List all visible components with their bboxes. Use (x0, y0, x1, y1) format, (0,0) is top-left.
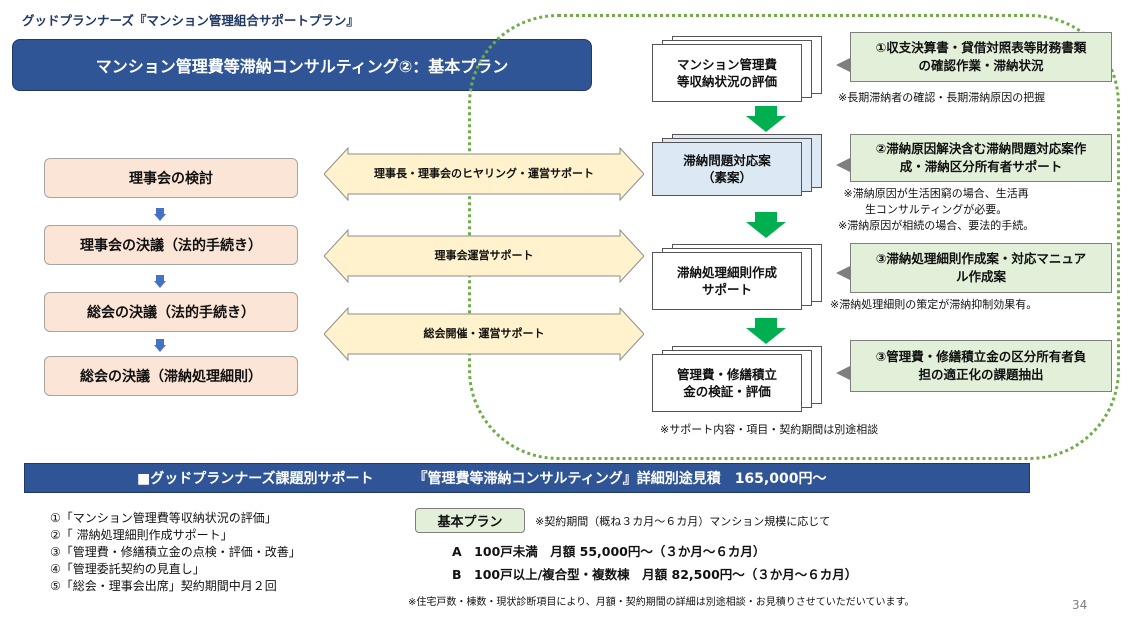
callout-draft-support: ②滞納原因解決含む滞納問題対応案作成・滞納区分所有者サポート (850, 134, 1112, 182)
support-arrow-board: 理事会運営サポート (324, 228, 644, 284)
service-item: ①「マンション管理費等収納状況の評価」 (50, 511, 277, 525)
support-label-hearing: 理事長・理事会のヒヤリング・運営サポート (374, 166, 594, 180)
doc-stack-draft: 滞納問題対応案（素案） (652, 134, 826, 196)
plan-line-b: B 100戸以上/複合型・複数棟 月額 82,500円～（３か月～６カ月） (452, 567, 858, 582)
step-board-review: 理事会の検討 (44, 158, 298, 198)
doc-stack-evaluation: マンション管理費等収納状況の評価 (652, 36, 826, 102)
doc-stack-rules: 滞納処理細則作成サポート (652, 244, 826, 310)
callout-pointer (836, 266, 850, 280)
plan-badge: 基本プラン (415, 508, 525, 533)
support-banner-right: 『管理費等滞納コンサルティング』詳細別途見積 165,000円～ (413, 471, 827, 487)
support-label-board: 理事会運営サポート (434, 248, 534, 262)
green-down-arrow-icon (746, 212, 786, 238)
doc-label-rules: 滞納処理細則作成サポート (652, 252, 802, 310)
doc-stack-verification: 管理費・修繕積立金の検証・評価 (652, 346, 826, 412)
callout-burden-issues: ③管理費・修繕積立金の区分所有者負担の適正化の課題抽出 (850, 340, 1112, 392)
callout-pointer (836, 58, 850, 72)
double-arrow-icon (324, 146, 644, 202)
green-down-arrow-icon (746, 106, 786, 132)
support-banner: ■グッドプランナーズ課題別サポート 『管理費等滞納コンサルティング』詳細別途見積… (24, 463, 1030, 493)
support-banner-left: ■グッドプランナーズ課題別サポート (137, 471, 374, 487)
note-support-consultation: ※サポート内容・項目・契約期間は別途相談 (660, 423, 879, 436)
note-rules-effect: ※滞納処理細則の策定が滞納抑制効果有。 (830, 298, 1038, 311)
service-item: ④「管理委託契約の見直し」 (50, 562, 205, 576)
step-general-meeting-legal: 総会の決議（法的手続き） (44, 292, 298, 332)
step-board-resolution: 理事会の決議（法的手続き） (44, 225, 298, 265)
service-item: ②「 滞納処理細則作成サポート」 (50, 528, 233, 542)
plan-period-note: ※契約期間（概ね３カ月～６カ月）マンション規模に応じて (535, 515, 831, 528)
note-long-term-delinquent: ※長期滞納者の確認・長期滞納原因の把握 (838, 91, 1046, 104)
plan-footnote: ※住宅戸数・棟数・現状診断項目により、月額・契約期間の詳細は別途相談・お見積りさ… (408, 597, 915, 608)
plan-line-a: A 100戸未満 月額 55,000円～（３か月～６カ月） (452, 544, 766, 559)
doc-label-verification: 管理費・修繕積立金の検証・評価 (652, 354, 802, 412)
doc-label-draft: 滞納問題対応案（素案） (652, 142, 802, 196)
service-item: ⑤「総会・理事会出席」契約期間中月２回 (50, 579, 277, 593)
page-number: 34 (1072, 598, 1088, 612)
green-down-arrow-icon (746, 318, 786, 344)
callout-financial-review: ①収支決算書・貸借対照表等財務書類の確認作業・滞納状況 (850, 32, 1112, 82)
double-arrow-icon (324, 306, 644, 362)
header-label: グッドプランナーズ『マンション管理組合サポートプラン』 (22, 13, 359, 28)
note-delinquency-causes: ※滞納原因が生活困窮の場合、生活再 生コンサルティングが必要。 ※滞納原因が相続… (838, 187, 1035, 232)
support-label-general-meeting: 総会開催・運営サポート (423, 326, 545, 340)
double-arrow-icon (324, 228, 644, 284)
service-item: ③「管理費・修繕積立金の点検・評価・改善」 (50, 545, 301, 559)
callout-rules-manual: ③滞納処理細則作成案・対応マニュアル作成案 (850, 243, 1112, 293)
callout-pointer (836, 366, 850, 380)
support-arrow-hearing: 理事長・理事会のヒヤリング・運営サポート (324, 146, 644, 202)
callout-pointer (836, 158, 850, 172)
doc-label-evaluation: マンション管理費等収納状況の評価 (652, 44, 802, 102)
step-general-meeting-rules: 総会の決議（滞納処理細則） (44, 356, 298, 396)
support-arrow-general-meeting: 総会開催・運営サポート (324, 306, 644, 362)
